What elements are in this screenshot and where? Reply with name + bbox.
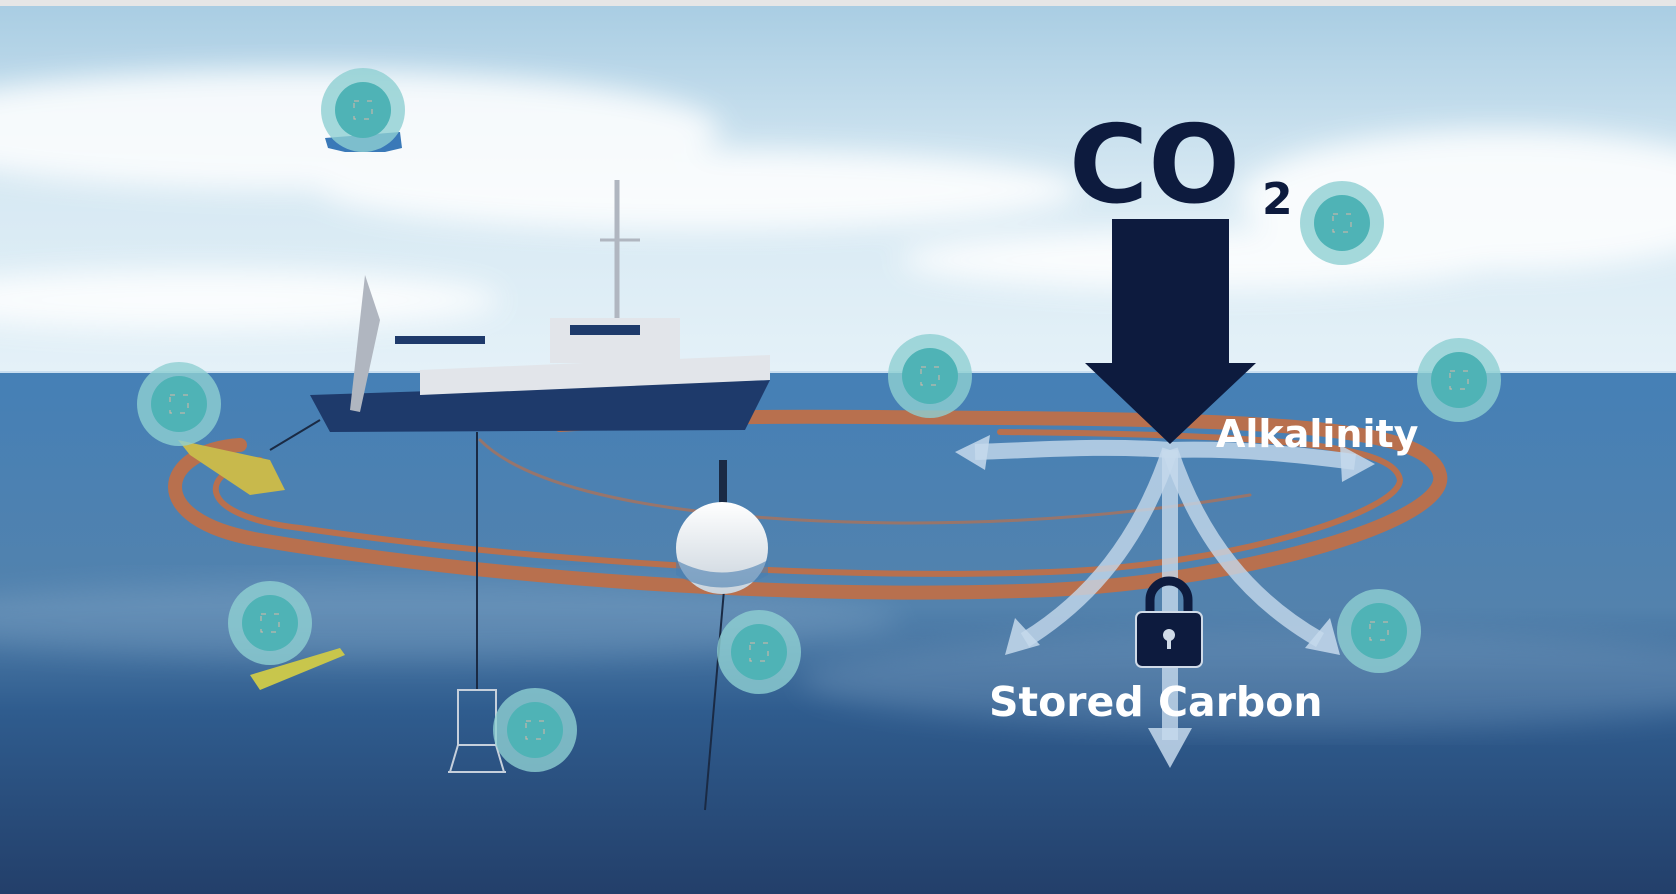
glider: [250, 648, 345, 690]
hotspot-surface-vehicle[interactable]: [137, 362, 221, 446]
target-icon: [1449, 370, 1469, 390]
co2-label: CO: [1069, 103, 1240, 228]
hotspot-buoy[interactable]: [717, 610, 801, 694]
horizon: [0, 371, 1676, 373]
target-icon: [749, 642, 769, 662]
hotspot-surface-right[interactable]: [1417, 338, 1501, 422]
target-icon: [1369, 621, 1389, 641]
mooring-buoy: [676, 460, 768, 811]
alkalinity-label: Alkalinity: [1216, 412, 1419, 456]
stored-carbon-label: Stored Carbon: [989, 678, 1323, 726]
hotspot-surface-center[interactable]: [888, 334, 972, 418]
lock-icon: [1135, 576, 1203, 668]
hotspot-co2[interactable]: [1300, 181, 1384, 265]
target-icon: [260, 613, 280, 633]
carbon-flow-arrows: [974, 439, 1357, 740]
target-icon: [920, 366, 940, 386]
hotspot-drone[interactable]: [321, 68, 405, 152]
target-icon: [353, 100, 373, 120]
surface-vehicle: [178, 440, 285, 495]
co2-down-arrow: [1085, 219, 1256, 444]
research-vessel: [310, 180, 770, 432]
hotspot-profiler[interactable]: [493, 688, 577, 772]
top-bar: [0, 0, 1676, 6]
hotspot-glider[interactable]: [228, 581, 312, 665]
target-icon: [525, 720, 545, 740]
target-icon: [169, 394, 189, 414]
target-icon: [1332, 213, 1352, 233]
co2-subscript: 2: [1262, 174, 1293, 225]
alkalinity-plume: [168, 409, 1448, 600]
hotspot-deep-right[interactable]: [1337, 589, 1421, 673]
